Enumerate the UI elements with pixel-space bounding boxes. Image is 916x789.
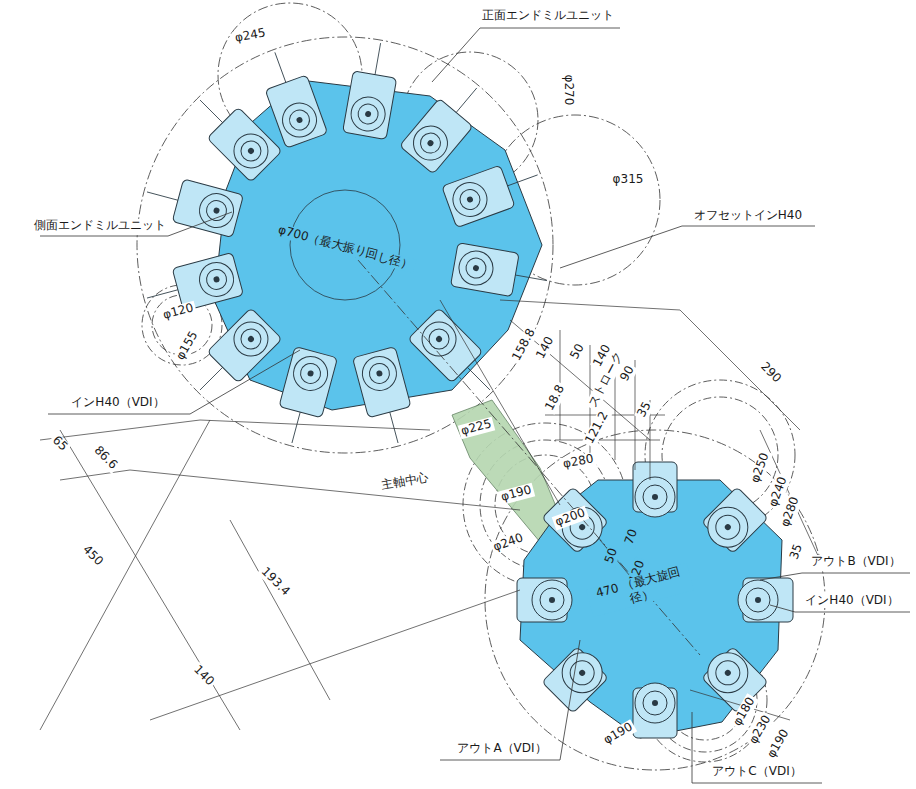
part-label: アウトB（VDI）: [809, 555, 902, 569]
dimension-label: 65: [48, 432, 71, 455]
dimension-label: φ250: [748, 449, 773, 486]
dimension-label: 35: [787, 541, 807, 564]
dimension-label: 140: [533, 333, 558, 363]
dimension-label: 50: [567, 340, 588, 364]
dimension-label: φ240: [489, 531, 526, 556]
dimension-label: φ245: [232, 26, 269, 46]
dimension-label: φ280: [560, 452, 597, 472]
part-label: インH40（VDI）: [803, 594, 900, 608]
part-label: インH40（VDI）: [69, 396, 166, 410]
dimension-label: 35: [634, 398, 655, 422]
dimension-label: φ315: [611, 173, 646, 187]
part-label: オフセットインH40: [692, 209, 804, 223]
dimension-label: 193.4: [257, 564, 294, 601]
dimension-label: φ270: [561, 73, 575, 108]
dimension-label: 290: [756, 359, 785, 388]
dimension-label: 121.2: [582, 408, 612, 448]
part-label: アウトA（VDI）: [455, 742, 548, 756]
part-label: 側面エンドミルユニット: [32, 219, 168, 233]
dimension-label: φ190: [599, 719, 636, 748]
dimension-label: 140: [189, 662, 218, 691]
part-label: 主軸中心: [378, 471, 432, 494]
dimension-label: 86.6: [89, 442, 120, 473]
dimension-label: 450: [78, 542, 107, 571]
dimension-label: φ155: [172, 327, 201, 364]
part-label: 正面エンドミルユニット: [480, 9, 616, 23]
dimension-label: 158.8: [509, 325, 539, 365]
dimension-label: 18.8: [542, 381, 569, 415]
part-label: アウトC（VDI）: [710, 765, 803, 779]
dimension-label: φ120: [159, 301, 196, 323]
